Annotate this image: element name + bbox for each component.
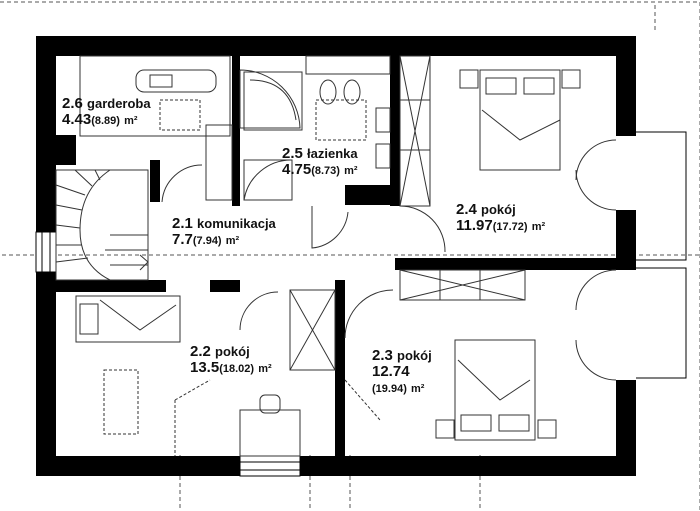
room-label-komunikacja: 2.1 komunikacja 7.7(7.94) m² — [172, 215, 276, 248]
room-2-4-furniture — [399, 55, 617, 253]
staircase — [55, 169, 149, 281]
balcony-right — [636, 131, 687, 379]
garderoba-fixtures — [79, 55, 233, 203]
interior-walls — [56, 56, 616, 456]
window-bottom — [239, 455, 301, 477]
room-label-pokoj-2-3: 2.3 pokój 12.74 (19.94) m² — [372, 347, 432, 395]
room-2-2-furniture — [75, 289, 336, 457]
room-label-pokoj-2-2: 2.2 pokój 13.5(18.02) m² — [190, 343, 272, 376]
window-left — [35, 231, 57, 273]
room-2-3-furniture — [344, 269, 617, 441]
room-label-pokoj-2-4: 2.4 pokój 11.97(17.72) m² — [456, 201, 546, 234]
bathroom-fixtures — [239, 55, 391, 249]
room-label-garderoba: 2.6 garderoba 4.43(8.89) m² — [62, 95, 151, 128]
room-label-lazienka: 2.5 łazienka 4.75(8.73) m² — [282, 145, 358, 178]
